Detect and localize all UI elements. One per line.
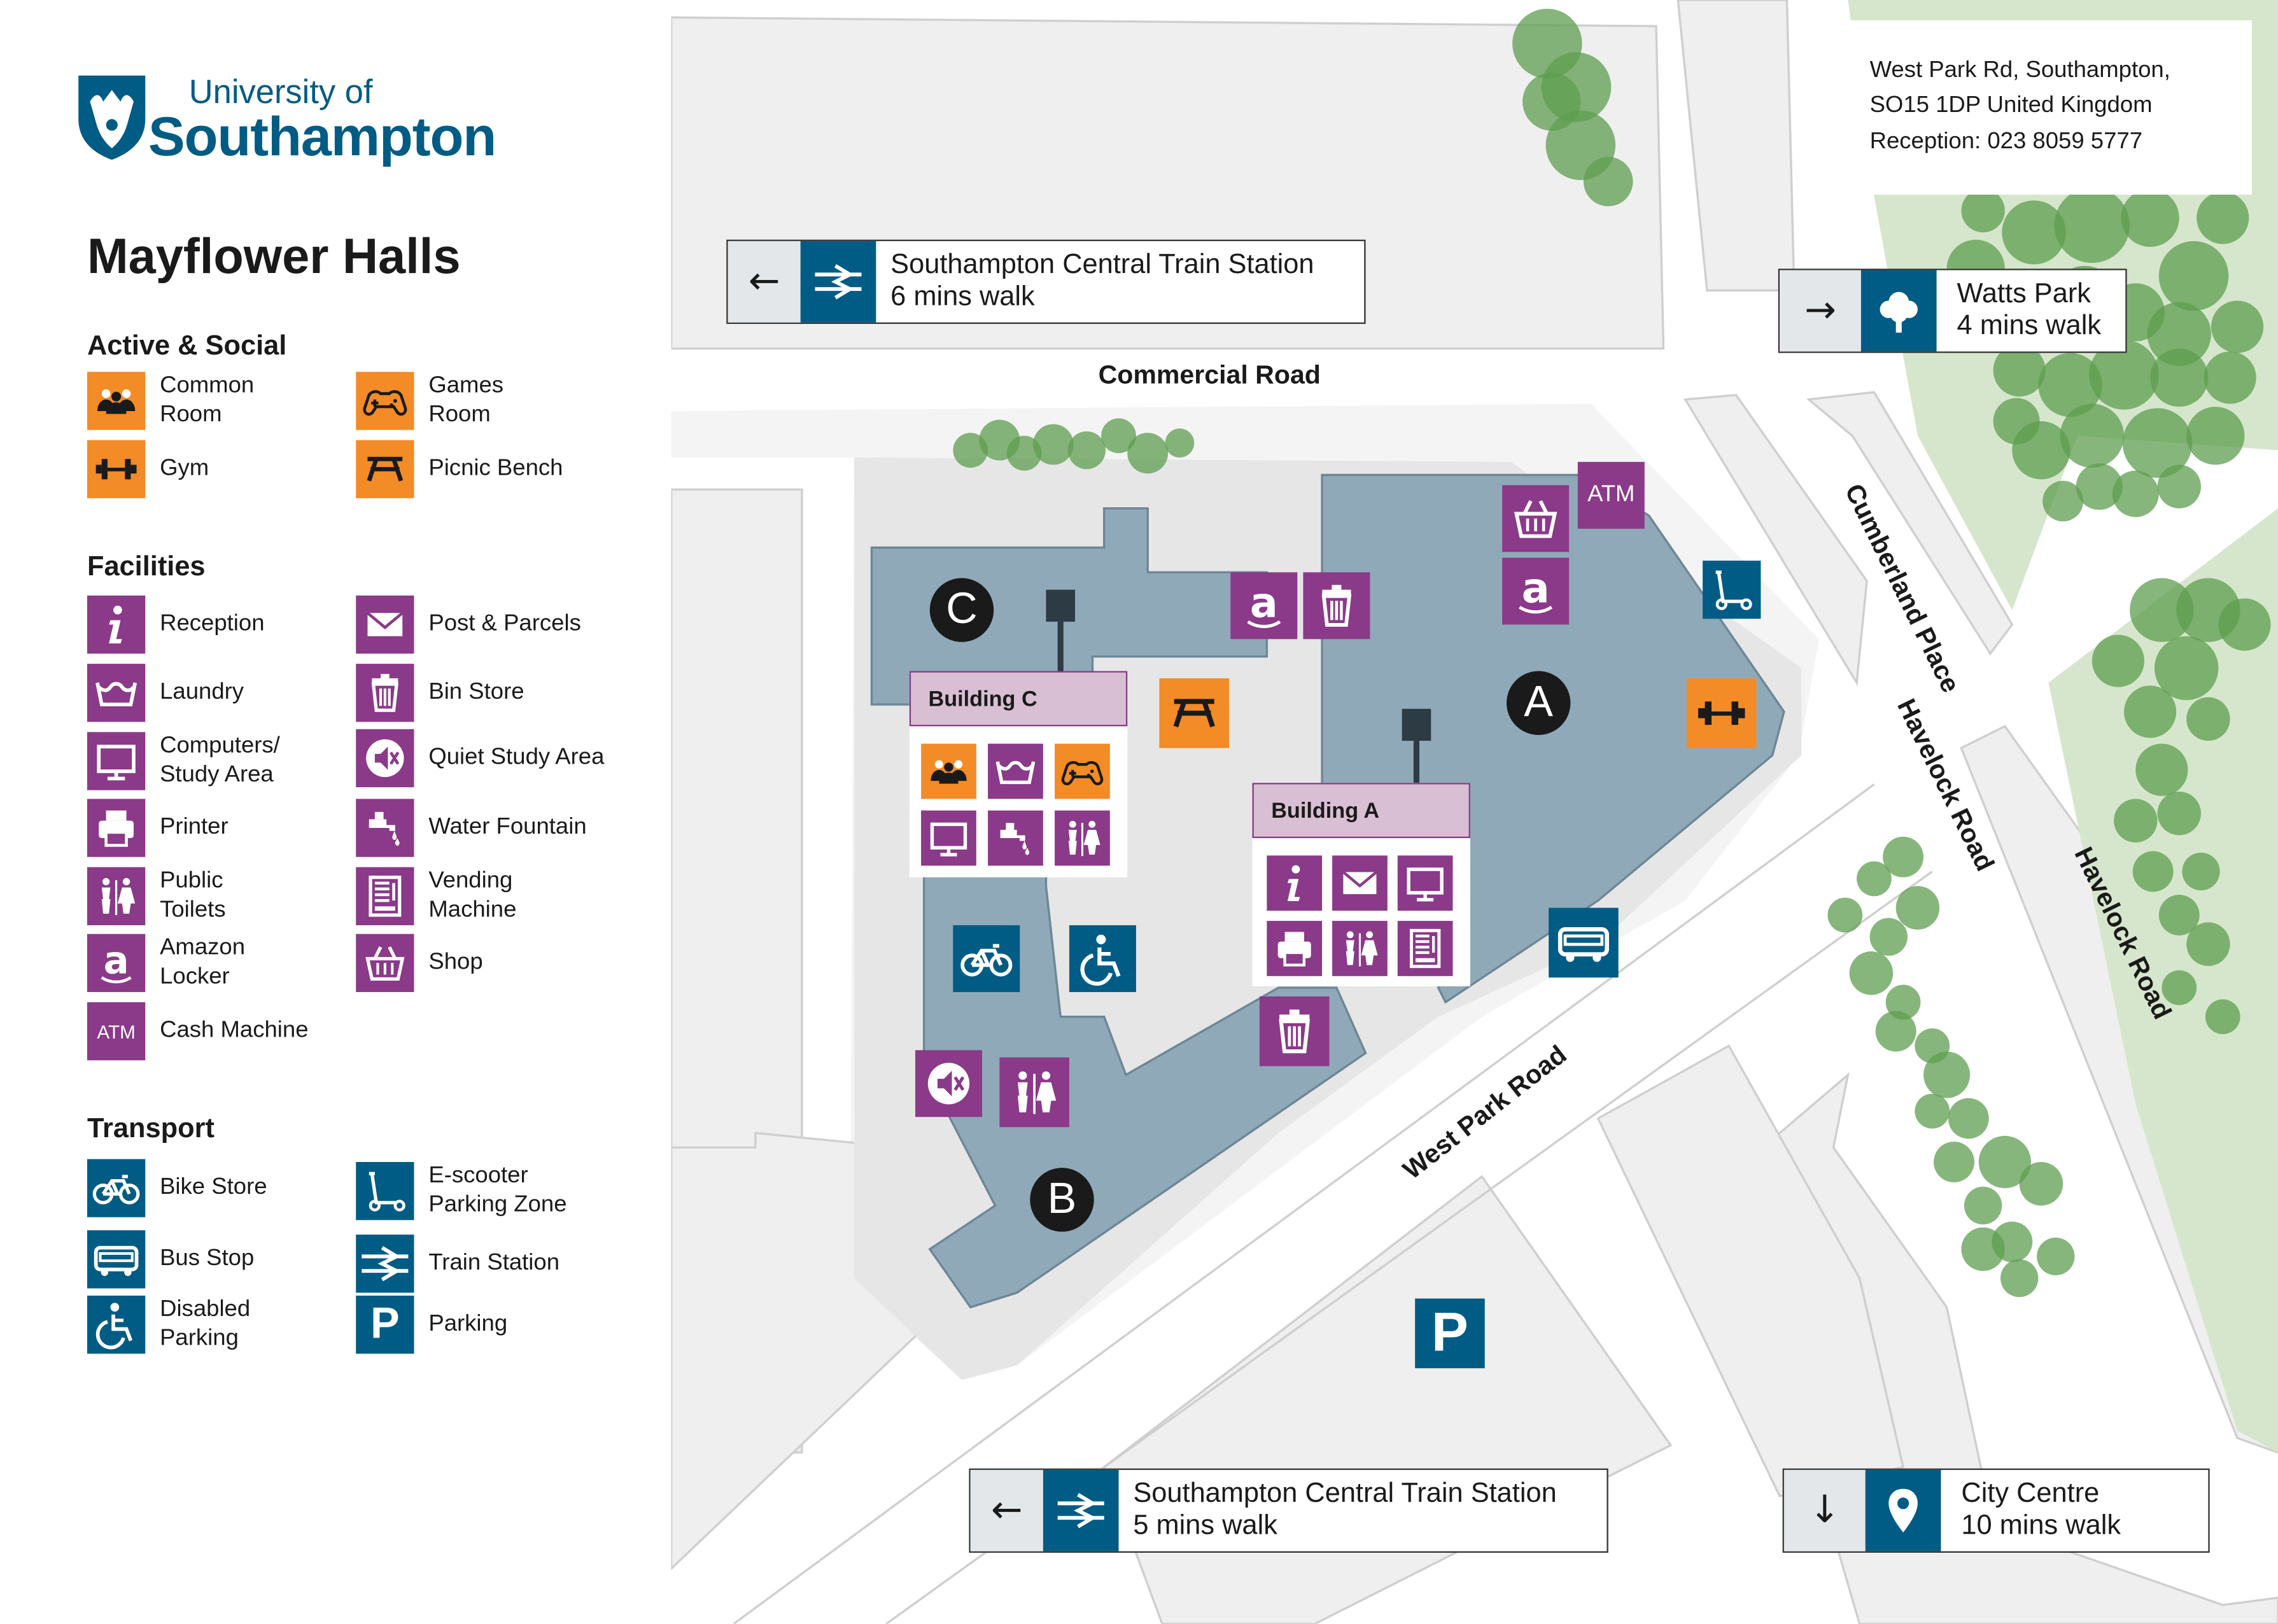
atm-icon[interactable]: ATM [1577, 461, 1645, 529]
sign-city-line1: City Centre [1961, 1478, 2100, 1509]
bus-icon [87, 1230, 146, 1289]
sign-train-top-line1: Southampton Central Train Station [890, 249, 1314, 281]
location-pin-icon [1865, 1469, 1941, 1551]
mail-icon [356, 595, 414, 654]
train-icon [800, 241, 876, 323]
computer-icon[interactable] [1397, 855, 1453, 911]
arrow-right-icon: → [1780, 270, 1861, 352]
page-title: Mayflower Halls [87, 229, 461, 285]
tree-icon [1860, 270, 1937, 352]
reception-phone: Reception: 023 8059 5777 [1869, 129, 2143, 154]
campus-map[interactable]: West Park Rd, Southampton, SO15 1DP Unit… [671, 0, 2278, 1624]
sign-park-line2: 4 mins walk [1957, 311, 2102, 342]
sign-train-top-line2: 6 mins walk [890, 281, 1035, 312]
arrow-left-icon: ← [728, 241, 801, 323]
shop-icon[interactable] [1502, 485, 1570, 552]
address-line1: West Park Rd, Southampton, [1869, 58, 2170, 83]
address-box: West Park Rd, Southampton, SO15 1DP Unit… [1848, 20, 2252, 195]
logo-line2: Southampton [148, 107, 496, 169]
reception-icon[interactable] [1267, 855, 1323, 911]
active-section-title: Active & Social [87, 331, 287, 362]
logo-line1: University of [188, 73, 373, 111]
building-c-card[interactable]: Building C [909, 671, 1128, 878]
disabled-icon[interactable] [1069, 925, 1136, 992]
building-a-marker[interactable]: A [1506, 671, 1571, 735]
building-b-marker[interactable]: B [1030, 1168, 1094, 1232]
train-icon [356, 1235, 414, 1293]
train-icon [1043, 1469, 1119, 1551]
picnic-bench-icon [356, 440, 414, 498]
bike-icon[interactable] [953, 925, 1020, 992]
address-line2: SO15 1DP United Kingdom [1869, 93, 2153, 118]
bus-icon[interactable] [1549, 907, 1619, 978]
university-logo: University of Southampton [76, 70, 512, 172]
mail-icon[interactable] [1332, 855, 1388, 911]
computer-icon[interactable] [921, 810, 976, 866]
bin-icon [356, 664, 414, 722]
toilet-icon[interactable] [1055, 810, 1110, 866]
building-a-title: Building A [1252, 783, 1470, 839]
common-room-icon [87, 372, 146, 430]
atm-icon: ATM [87, 1002, 146, 1061]
vending-machine-icon[interactable] [1397, 921, 1453, 976]
sign-park-line1: Watts Park [1957, 279, 2091, 310]
games-room-icon[interactable] [1055, 743, 1110, 799]
picnic-bench-icon[interactable] [1159, 678, 1229, 748]
toilet-icon[interactable] [999, 1057, 1069, 1128]
games-room-icon [356, 372, 414, 430]
sign-city-line2: 10 mins walk [1961, 1510, 2121, 1541]
reception-icon [87, 595, 146, 654]
bin-icon[interactable] [1303, 572, 1370, 640]
gym-icon[interactable] [1686, 678, 1757, 748]
water-fountain-icon[interactable] [988, 810, 1043, 866]
shield-icon [78, 75, 146, 160]
computer-icon [87, 732, 146, 790]
gym-icon [87, 440, 146, 498]
disabled-icon [87, 1295, 146, 1354]
parking-icon: P [356, 1295, 414, 1354]
bike-icon [87, 1159, 146, 1217]
toilet-icon [87, 867, 146, 925]
laundry-icon [87, 664, 146, 722]
escooter-icon[interactable] [1703, 561, 1761, 619]
amazon-locker-icon[interactable] [1502, 557, 1570, 625]
vending-machine-icon [356, 867, 414, 925]
arrow-left-icon: ← [970, 1469, 1043, 1551]
sign-train-bottom-line1: Southampton Central Train Station [1133, 1478, 1557, 1509]
legend-panel: University of Southampton Mayflower Hall… [0, 0, 671, 1624]
laundry-icon[interactable] [988, 743, 1043, 799]
toilet-icon[interactable] [1332, 921, 1388, 976]
amazon-locker-icon [87, 934, 146, 992]
quiet-study-icon[interactable] [915, 1050, 982, 1117]
parking-icon[interactable]: P [1415, 1298, 1485, 1369]
water-fountain-icon [356, 799, 414, 857]
amazon-locker-icon[interactable] [1230, 572, 1298, 640]
arrow-down-icon: ↓ [1783, 1469, 1866, 1551]
bin-icon[interactable] [1259, 996, 1330, 1067]
facilities-section-title: Facilities [87, 552, 206, 583]
sign-train-bottom-line2: 5 mins walk [1133, 1510, 1277, 1541]
shop-icon [356, 934, 414, 992]
quiet-study-icon [356, 729, 414, 788]
printer-icon [87, 799, 146, 857]
building-c-title: Building C [909, 671, 1128, 727]
road-commercial: Commercial Road [1098, 360, 1321, 389]
escooter-icon [356, 1162, 414, 1221]
printer-icon[interactable] [1267, 921, 1323, 976]
building-c-marker[interactable]: C [929, 578, 994, 642]
common-room-icon[interactable] [921, 743, 976, 799]
building-a-card[interactable]: Building A [1252, 783, 1470, 986]
transport-section-title: Transport [87, 1114, 214, 1145]
